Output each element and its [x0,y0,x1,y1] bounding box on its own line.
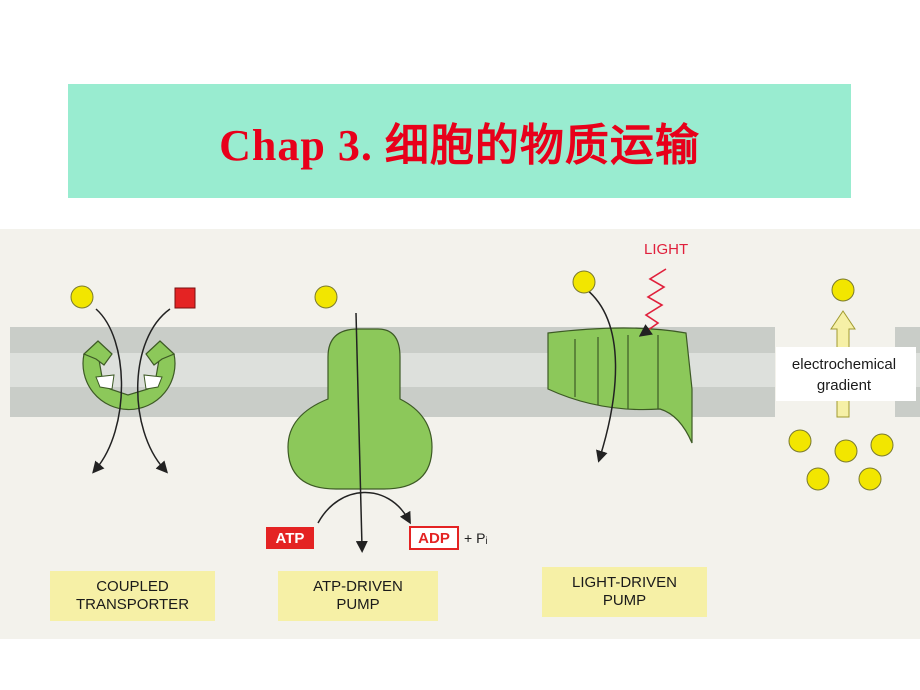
light-driven-pump-label-line1: LIGHT-DRIVEN [571,574,677,591]
solute-ball [572,270,596,294]
solute-ball [870,433,894,457]
solute-ball [806,467,830,491]
solute-ball [834,439,858,463]
solute-ball [831,278,855,302]
gradient-label-line1: electrochemical [792,356,896,373]
light-zigzag [638,268,667,337]
atp-driven-pump-label: ATP-DRIVEN PUMP [278,571,438,621]
adp-box [409,526,459,550]
light-driven-pump-label: LIGHT-DRIVEN PUMP [542,567,707,617]
membrane-transport-diagram: ATP ADP + Pᵢ LIGHT electrochemical gradi… [10,241,920,553]
solute-ball [788,429,812,453]
atp-driven-pump: ATP ADP + Pᵢ [266,285,488,553]
atp-label: ATP [276,530,305,547]
coupled-transporter-label-line1: COUPLED [96,578,169,595]
solute-ball [314,285,338,309]
phosphate-label: + Pᵢ [464,530,488,546]
atp-box [266,527,314,549]
figure-panel [0,229,920,639]
coupled-transporter-label-line2: TRANSPORTER [75,596,190,613]
slide-title: Chap 3. 细胞的物质运输 [219,121,700,170]
light-driven-pump-label-line2: PUMP [602,592,647,609]
coupled-transporter-label: COUPLED TRANSPORTER [50,571,215,621]
gradient-illustration: electrochemical gradient [776,278,916,491]
adp-label: ADP [418,530,450,547]
atp-driven-pump-label-line2: PUMP [336,596,380,613]
coupled-transporter [70,285,196,474]
solute-ball [70,285,94,309]
title-banner: Chap 3. 细胞的物质运输 [68,84,851,198]
light-label: LIGHT [644,241,688,258]
atp-driven-pump-label-line1: ATP-DRIVEN [313,578,403,595]
light-driven-pump: LIGHT [547,241,693,463]
solute-ball [858,467,882,491]
cotransported-solute-square [174,287,196,309]
gradient-label-line2: gradient [817,377,872,394]
